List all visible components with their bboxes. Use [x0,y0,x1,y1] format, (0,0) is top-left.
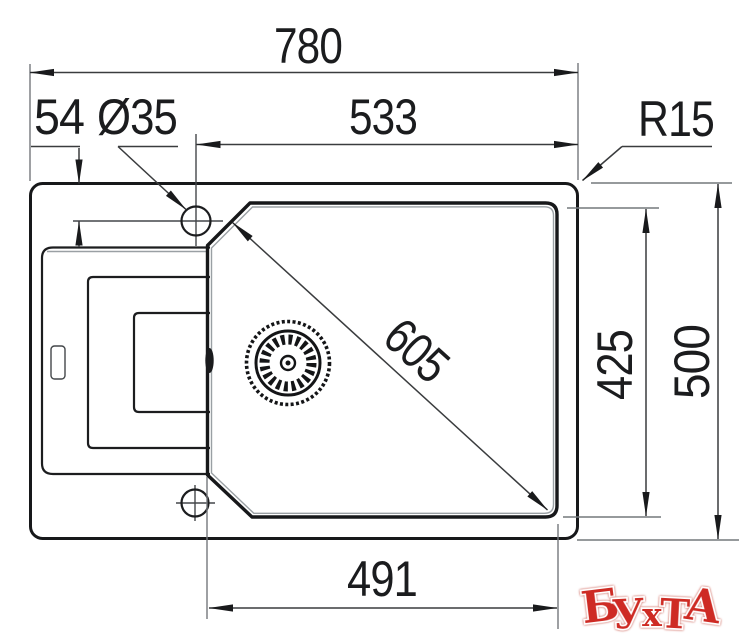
dim-54: 54 [31,89,85,247]
dim-605-label: 605 [373,308,460,394]
dim-hole-diameter: Ø35 [97,89,187,211]
dim-425-label: 425 [587,330,643,400]
watermark-letter: Т [659,590,691,639]
drainer-outer-step [40,246,210,476]
dimensions-group: 780 533 54 Ø35 R15 605 [29,18,739,629]
watermark-letter: х [642,595,662,634]
bowl-outline [205,201,559,519]
drain-strainer [244,319,332,407]
dim-605: 605 [231,221,549,511]
dim-500-label: 500 [664,325,720,399]
sink-outline-group [29,134,579,540]
dim-hole-diameter-label: Ø35 [97,89,177,145]
dim-54-label: 54 [34,89,84,145]
strainer-center-dot [285,360,291,366]
bowl-inner-shade [210,206,555,514]
tap-hole-top-circle [180,205,212,237]
dim-corner-radius-label: R15 [638,91,714,147]
watermark-logo: Б У х Т А [577,575,727,640]
sink-outer-edge [29,182,579,540]
dim-491: 491 [206,477,559,629]
dim-533: 533 [196,89,579,149]
dim-491-label: 491 [347,551,417,607]
dim-corner-radius: R15 [582,91,715,182]
tap-hole-bottom [176,485,215,521]
drainer-inner-step [132,311,210,414]
dim-533-label: 533 [349,89,417,145]
dim-780-label: 780 [274,18,342,74]
bowl-edge-clip [205,348,214,373]
tap-hole-top [73,134,223,246]
watermark-letter: Б [578,579,622,634]
watermark-letter: А [681,577,725,635]
overflow-slot [50,345,66,380]
tap-hole-bottom-circle [180,488,210,518]
dim-500: 500 [577,182,739,541]
watermark-letter: У [611,590,646,639]
dim-425: 425 [563,207,661,518]
dim-780: 780 [29,18,579,181]
drainer-middle-step [86,275,210,450]
